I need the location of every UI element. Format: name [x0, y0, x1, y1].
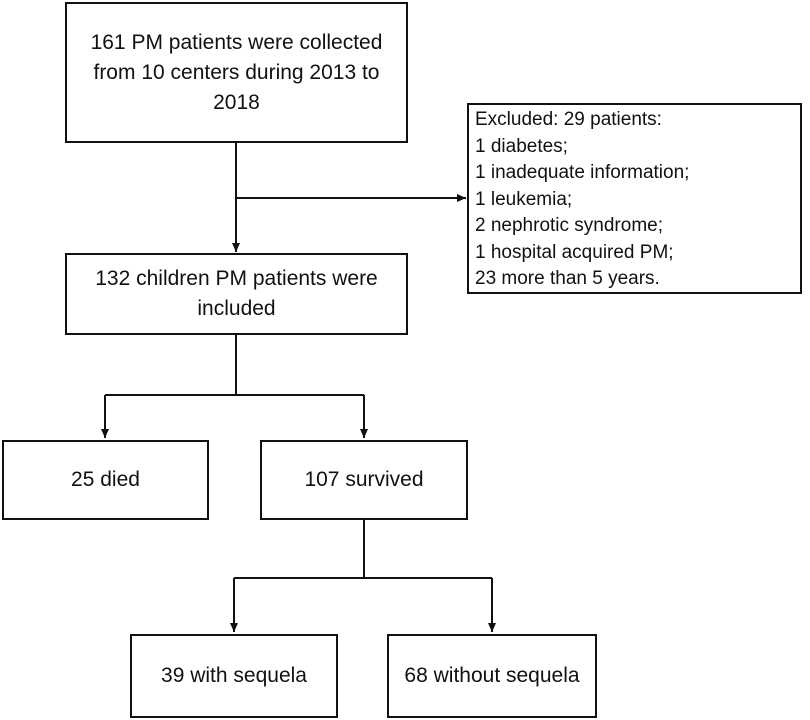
start-box-line: 161 PM patients were collected: [90, 30, 383, 54]
included-box: 132 children PM patients were included: [65, 253, 408, 335]
died-label: 25 died: [71, 468, 140, 491]
excluded-reason: 2 nephrotic syndrome;: [475, 215, 663, 236]
with-sequela-label: 39 with sequela: [161, 664, 307, 687]
with-sequela-box: 39 with sequela: [130, 634, 338, 718]
excluded-reason: 1 hospital acquired PM;: [475, 241, 674, 263]
excluded-reason: 1 leukemia;: [475, 188, 573, 210]
included-box-text: 132 children PM patients were included: [95, 264, 378, 324]
start-box-line: 2018: [213, 90, 260, 114]
excluded-reason: 1 inadequate information;: [475, 162, 690, 183]
died-box: 25 died: [2, 440, 209, 520]
included-box-line: included: [197, 297, 276, 320]
excluded-box: Excluded: 29 patients: 1 diabetes; 1 ina…: [467, 103, 802, 294]
excluded-heading: Excluded: 29 patients:: [475, 109, 662, 130]
survived-box: 107 survived: [260, 440, 468, 520]
start-box-line: from 10 centers during 2013 to: [93, 60, 380, 84]
without-sequela-label: 68 without sequela: [404, 664, 580, 687]
excluded-reason: 23 more than 5 years.: [475, 268, 660, 289]
start-box: 161 PM patients were collected from 10 c…: [65, 2, 408, 143]
survived-label: 107 survived: [304, 468, 424, 491]
start-box-text: 161 PM patients were collected from 10 c…: [91, 28, 383, 118]
included-box-line: 132 children PM patients were: [95, 267, 378, 290]
without-sequela-box: 68 without sequela: [387, 634, 597, 718]
excluded-reason: 1 diabetes;: [475, 135, 568, 157]
